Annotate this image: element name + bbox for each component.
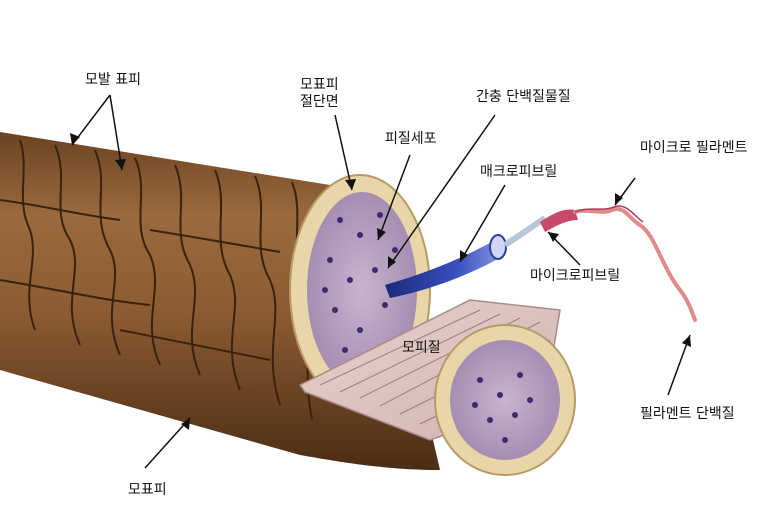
label-cortex: 모피질: [402, 340, 441, 357]
macrofibril-end: [490, 235, 506, 259]
label-microfibril-top: 마이크로 필라멘트: [640, 140, 748, 157]
label-filament-protein: 필라멘트 단백질: [640, 406, 735, 423]
label-intermediate-protein: 간충 단백질물질: [476, 89, 571, 106]
label-macrofibril: 매크로피브릴: [480, 164, 557, 181]
macrofibril-strand: [505, 218, 545, 245]
label-cortex-cells: 피질세포: [385, 131, 437, 148]
microfibril-bundle: [540, 210, 578, 233]
label-microfibril: 마이크로피브릴: [530, 268, 620, 285]
filament-strand: [575, 209, 695, 320]
label-cortex-cross-section: 모표피 절단면: [300, 77, 339, 111]
label-cuticle: 모표피: [128, 482, 167, 499]
label-cuticle-scales: 모발 표피: [85, 72, 141, 89]
